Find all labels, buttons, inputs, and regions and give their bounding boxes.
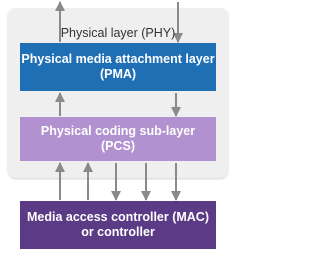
phy-layer-label: Physical layer (PHY)	[60, 26, 176, 40]
pcs-abbrev: (PCS)	[100, 139, 136, 153]
pma-abbrev: (PMA)	[99, 67, 137, 81]
mac-title: Media access controller (MAC)	[27, 210, 209, 224]
pma-title: Physical media attachment layer	[21, 52, 215, 66]
pma-block: Physical media attachment layer (PMA)	[20, 43, 216, 91]
pcs-title: Physical coding sub-layer	[40, 124, 196, 138]
mac-subtitle: or controller	[81, 225, 155, 239]
pcs-block: Physical coding sub-layer (PCS)	[20, 117, 216, 161]
mac-block: Media access controller (MAC) or control…	[20, 201, 216, 249]
connection-arrows	[55, 1, 183, 201]
